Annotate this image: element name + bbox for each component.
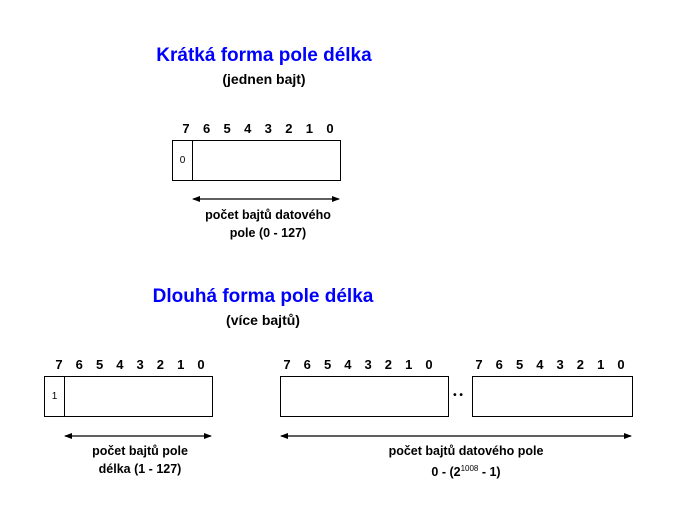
data-bit-labels-first: 7 6 5 4 3 2 1 0 (282, 357, 434, 372)
length-caption: počet bajtů pole délka (1 - 127) (40, 442, 240, 478)
flag-bit: 0 (173, 141, 193, 180)
bit-label: 2 (285, 121, 293, 136)
bit-label: 3 (556, 357, 564, 372)
data-byte-last (472, 376, 633, 417)
bit-label: 1 (177, 357, 185, 372)
short-form-byte: 0 (172, 140, 341, 181)
bit-label: 4 (244, 121, 252, 136)
bit-label: 7 (182, 121, 190, 136)
bit-label: 0 (617, 357, 625, 372)
ellipsis: • • (453, 390, 463, 401)
caption-line: počet bajtů datového pole (388, 444, 544, 458)
bit-label: 6 (303, 357, 311, 372)
bit-label: 6 (495, 357, 503, 372)
short-form-caption: počet bajtů datového pole (0 - 127) (168, 206, 368, 242)
bit-label: 0 (425, 357, 433, 372)
short-form-title: Krátká forma pole délka (156, 45, 372, 66)
bit-label: 6 (75, 357, 83, 372)
data-caption: počet bajtů datového pole 0 - (21008 - 1… (346, 442, 586, 481)
bit-label: 7 (283, 357, 291, 372)
data-byte-first (280, 376, 449, 417)
caption-suffix: - 1) (478, 465, 501, 480)
bit-label: 3 (364, 357, 372, 372)
caption-line: pole (0 - 127) (229, 226, 307, 240)
bit-label: 0 (197, 357, 205, 372)
long-form-subtitle: (více bajtů) (226, 312, 300, 328)
bit-label: 7 (55, 357, 63, 372)
short-bit-labels: 7 6 5 4 3 2 1 0 (181, 121, 335, 136)
caption-line: délka (1 - 127) (98, 462, 182, 476)
bit-label: 5 (223, 121, 231, 136)
bit-label: 1 (405, 357, 413, 372)
bit-label: 2 (576, 357, 585, 372)
bit-label: 2 (156, 357, 165, 372)
caption-line: počet bajtů pole (92, 444, 188, 458)
bit-label: 3 (136, 357, 144, 372)
exponent: 1008 (460, 464, 479, 473)
caption-prefix: 0 - (2 (431, 465, 461, 480)
bit-label: 6 (202, 121, 211, 136)
length-bit-labels: 7 6 5 4 3 2 1 0 (54, 357, 206, 372)
long-form-title: Dlouhá forma pole délka (152, 286, 374, 307)
bit-label: 4 (116, 357, 124, 372)
bit-label: 1 (597, 357, 605, 372)
flag-bit: 1 (45, 377, 65, 416)
bit-label: 7 (475, 357, 483, 372)
data-bit-labels-last: 7 6 5 4 3 2 1 0 (474, 357, 626, 372)
bit-label: 2 (384, 357, 393, 372)
short-form-subtitle: (jednen bajt) (222, 71, 306, 87)
caption-line: 0 - (21008 - 1) (346, 460, 586, 481)
bit-label: 5 (515, 357, 524, 372)
bit-label: 4 (536, 357, 544, 372)
bit-label: 4 (344, 357, 352, 372)
bit-label: 3 (264, 121, 272, 136)
length-byte: 1 (44, 376, 213, 417)
bit-label: 0 (326, 121, 334, 136)
bit-label: 5 (323, 357, 332, 372)
caption-line: počet bajtů datového (205, 208, 331, 222)
bit-label: 5 (95, 357, 104, 372)
bit-label: 1 (305, 121, 313, 136)
